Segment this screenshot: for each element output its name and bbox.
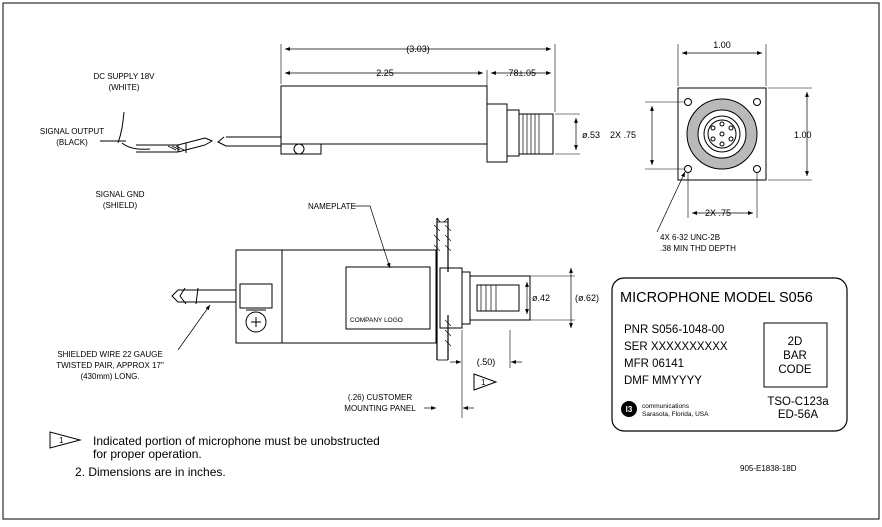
company-location: Sarasota, Florida, USA (642, 411, 709, 418)
hole-spacing-horizontal-dim: 2X .75 (705, 208, 731, 218)
note-flag-number: 1 (59, 436, 64, 445)
mounting-panel-label-1: (.26) CUSTOMER (348, 393, 413, 402)
company-logo-label: COMPANY LOGO (350, 317, 403, 324)
barcode-line-3: CODE (778, 364, 812, 376)
shielded-wire-label: SHIELDED WIRE 22 GAUGE (57, 350, 162, 359)
thread-depth-label: .38 MIN THD DEPTH (660, 244, 736, 253)
nameplate-callout: NAMEPLATE (308, 202, 356, 211)
logo-mark: l3 (626, 405, 633, 414)
flange-height-dim: 1.00 (794, 130, 812, 140)
signal-output-label: SIGNAL OUTPUT (40, 127, 104, 136)
hole-spacing-vertical-dim: 2X .75 (610, 130, 636, 140)
signal-output-color-label: (BLACK) (56, 138, 88, 147)
drawing-number: 905-E1838-18D (740, 464, 797, 473)
wire-length-label: (430mm) LONG. (80, 372, 139, 381)
connector-length-dim: .78±.05 (506, 68, 536, 78)
note-2: 2. Dimensions are in inches. (75, 465, 226, 479)
sheet-border (2, 2, 880, 520)
nameplate-dmf: DMF MMYYYY (624, 375, 702, 387)
overall-length-dim: (3.03) (406, 44, 430, 54)
note-flag-icon (49, 431, 82, 449)
twisted-pair-label: TWISTED PAIR, APPROX 17" (56, 361, 164, 370)
body-length-dim: 2.25 (376, 68, 394, 78)
barcode-line-2: BAR (783, 350, 807, 362)
signal-gnd-label: SIGNAL GND (95, 190, 144, 199)
nameplate-pnr: PNR S056-1048-00 (624, 324, 724, 336)
connector-diameter-dim: ø.53 (582, 130, 600, 140)
note-1-line-1: Indicated portion of microphone must be … (93, 434, 380, 448)
l3-logo-icon (621, 401, 637, 417)
flange-diameter-dim: (ø.62) (575, 293, 599, 303)
signal-gnd-color-label: (SHIELD) (103, 201, 138, 210)
dc-supply-label: DC SUPPLY 18V (93, 72, 155, 81)
side-view-bottom (171, 205, 575, 418)
note-1-line-2: for proper operation. (93, 447, 202, 461)
ed-number: ED-56A (778, 409, 819, 421)
flag-1-drawing: 1 (481, 378, 486, 387)
side-view-top (100, 44, 580, 163)
company-name: communications (642, 403, 690, 410)
nameplate-title: MICROPHONE MODEL S056 (620, 290, 813, 306)
barcode-line-1: 2D (788, 336, 803, 348)
nameplate-ser: SER XXXXXXXXXX (624, 341, 728, 353)
nameplate-mfr: MFR 06141 (624, 358, 684, 370)
nameplate-panel (611, 277, 848, 432)
tso-number: TSO-C123a (767, 396, 829, 408)
flange-width-dim: 1.00 (713, 40, 731, 50)
mounting-panel-label-2: MOUNTING PANEL (344, 404, 416, 413)
screw-spec-label: 4X 6-32 UNC-2B (660, 233, 720, 242)
dc-supply-color-label: (WHITE) (108, 83, 139, 92)
end-view (645, 44, 812, 233)
thread-diameter-dim: ø.42 (532, 293, 550, 303)
panel-offset-dim: (.50) (477, 357, 496, 367)
